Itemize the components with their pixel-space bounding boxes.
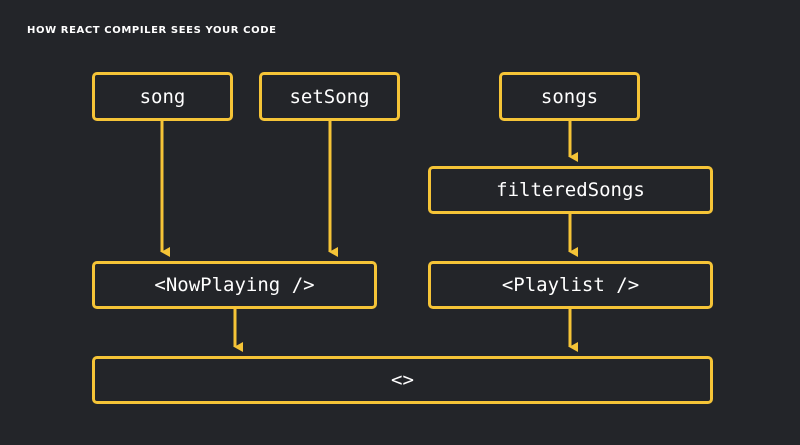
node-playlist: <Playlist /> [428, 261, 713, 309]
node-setsong: setSong [259, 72, 400, 121]
node-songs: songs [499, 72, 640, 121]
node-fragment: <> [92, 356, 713, 404]
node-filteredsongs: filteredSongs [428, 166, 713, 214]
node-song: song [92, 72, 233, 121]
diagram-title: HOW REACT COMPILER SEES YOUR CODE [27, 25, 277, 36]
node-nowplaying: <NowPlaying /> [92, 261, 377, 309]
